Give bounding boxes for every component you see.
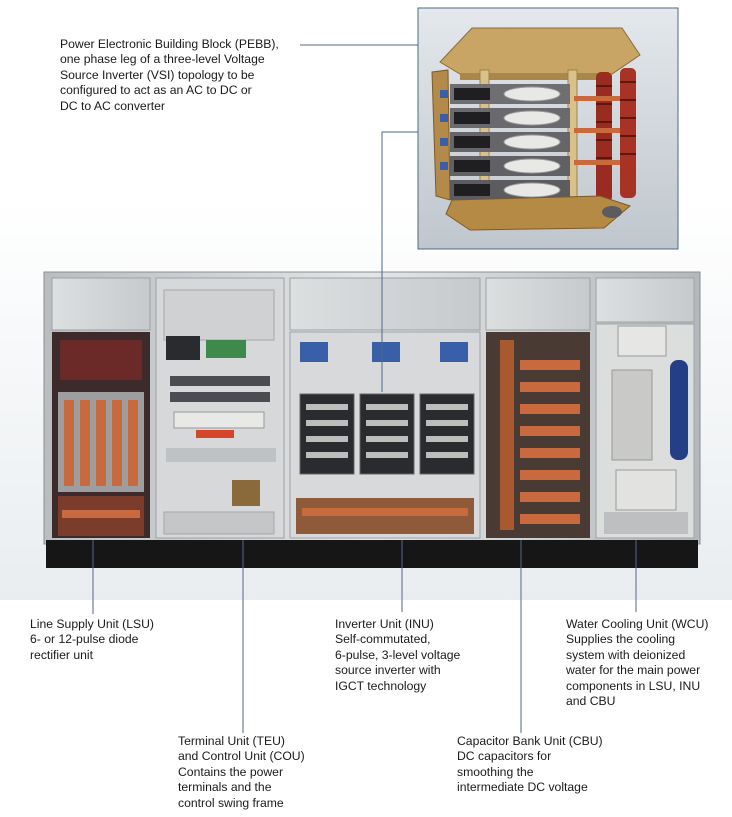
inu-section (289, 277, 481, 539)
cbu-label: Capacitor Bank Unit (CBU) DC capacitors … (457, 734, 603, 795)
pebb-module-stack (440, 84, 570, 200)
leader-line-pebb-inu (381, 131, 418, 392)
pebb-photo (417, 7, 679, 250)
converter-cabinet (43, 271, 701, 568)
teu-cou-section (155, 277, 285, 539)
lsu-section (51, 277, 151, 538)
cbu-section (485, 277, 591, 538)
pebb-insulators (596, 68, 636, 202)
lsu-label: Line Supply Unit (LSU) 6- or 12-pulse di… (30, 617, 154, 662)
pebb-label: Power Electronic Building Block (PEBB), … (60, 37, 279, 113)
wcu-label: Water Cooling Unit (WCU) Supplies the co… (566, 617, 709, 709)
cabinet-plinth (46, 540, 698, 568)
leader-lines (92, 44, 637, 733)
teu-cou-label: Terminal Unit (TEU) and Control Unit (CO… (178, 734, 305, 810)
wcu-section (595, 277, 695, 539)
inu-label: Inverter Unit (INU) Self-commutated, 6-p… (335, 617, 461, 693)
